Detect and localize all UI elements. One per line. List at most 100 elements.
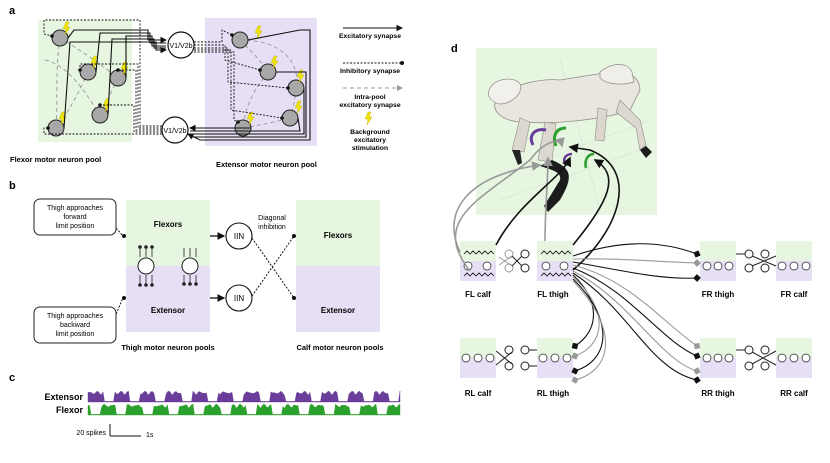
calf-flexor-bg bbox=[296, 200, 380, 266]
rr-thigh-label: RR thigh bbox=[701, 389, 734, 398]
leg-module-fl-thigh bbox=[537, 241, 573, 281]
panel-b-letter: b bbox=[9, 180, 16, 192]
iin-rr-cross bbox=[736, 345, 777, 371]
forward-limit-line-2: forward bbox=[63, 214, 86, 221]
extensor-neuron bbox=[231, 31, 249, 49]
iin-bottom bbox=[225, 284, 253, 312]
diagonal-inhibition-2 bbox=[251, 234, 296, 297]
flexor-burst-path bbox=[87, 403, 401, 416]
legend-background-label-3: stimulation bbox=[352, 145, 388, 152]
leg-module-fr-thigh bbox=[700, 241, 736, 281]
thigh-extensor-neuron bbox=[181, 257, 199, 275]
rl-thigh-label: RL thigh bbox=[537, 389, 569, 398]
diagonal-label-1: Diagonal bbox=[258, 215, 286, 222]
v1v2b-label-top: V1/V2b bbox=[170, 43, 193, 50]
backward-limit-line-2: backward bbox=[60, 322, 90, 329]
diagonal-label-2: inhibition bbox=[258, 224, 286, 231]
flexor-stimulation-icons bbox=[58, 21, 129, 126]
iin-rl-cross bbox=[495, 345, 537, 371]
panel-c: c Extensor Flexor 20 spikes 1s bbox=[9, 372, 401, 439]
leg-module-rr-calf bbox=[776, 338, 812, 378]
v1v2b-to-extensor-inhibitory bbox=[194, 29, 290, 124]
forward-limit-box bbox=[33, 198, 117, 236]
lightning-icon bbox=[296, 69, 305, 84]
backward-limit-box bbox=[33, 306, 117, 344]
panel-c-letter: c bbox=[9, 372, 15, 384]
thigh-pools-label: Thigh motor neuron pools bbox=[121, 343, 214, 352]
v1v2b-to-flexor-inhibitory bbox=[43, 19, 162, 135]
forward-limit-line-3: limit position bbox=[56, 223, 95, 230]
fr-thigh-label: FR thigh bbox=[702, 290, 735, 299]
extensor-burst-path bbox=[87, 390, 401, 403]
backward-limit-line-3: limit position bbox=[56, 331, 95, 338]
panel-a-letter: a bbox=[9, 5, 16, 17]
scale-spikes-label: 20 spikes bbox=[76, 430, 106, 437]
leg-module-fl-calf bbox=[460, 241, 496, 281]
extensor-to-v1v2b-excitatory bbox=[187, 29, 311, 141]
iin-bottom-label: IIN bbox=[234, 294, 244, 303]
flexor-trace-label: Flexor bbox=[56, 405, 84, 415]
thigh-flexors-label: Flexors bbox=[154, 220, 183, 229]
iin-fl-cross bbox=[498, 249, 530, 273]
v1v2b-label-bottom: V1/V2b bbox=[164, 128, 187, 135]
inter-limb-projections bbox=[571, 243, 701, 384]
fl-thigh-label: FL thigh bbox=[537, 290, 569, 299]
legend-intra-pool-label-2: excitatory synapse bbox=[339, 102, 400, 109]
calf-flexors-label: Flexors bbox=[324, 231, 353, 240]
extensor-trace-label: Extensor bbox=[44, 392, 83, 402]
scale-time-label: 1s bbox=[146, 432, 154, 439]
rr-calf-label: RR calf bbox=[780, 389, 808, 398]
leg-module-rl-thigh bbox=[537, 338, 573, 378]
backward-limit-input bbox=[115, 296, 126, 315]
flexor-pool-label: Flexor motor neuron pool bbox=[10, 155, 101, 164]
iin-top bbox=[225, 222, 253, 250]
fr-calf-label: FR calf bbox=[781, 290, 808, 299]
legend-inhibitory-label: Inhibitory synapse bbox=[340, 68, 400, 75]
extensor-pool-label: Extensor motor neuron pool bbox=[216, 160, 317, 169]
panel-d: d FL calf bbox=[451, 43, 812, 398]
legend-excitatory-label: Excitatory synapse bbox=[339, 33, 401, 40]
quadruped-robot-image bbox=[488, 59, 652, 212]
thigh-extensor-label: Extensor bbox=[151, 306, 185, 315]
backward-limit-line-1: Thigh approaches bbox=[47, 313, 104, 320]
thigh-neuron-synapses bbox=[138, 245, 198, 287]
extensor-spike-trace bbox=[87, 390, 401, 403]
legend-background-label-2: excitatory bbox=[354, 137, 386, 144]
forward-limit-input bbox=[115, 227, 126, 238]
panel-b: b Thigh approaches forward limit positio… bbox=[9, 180, 384, 352]
legend-background-label-1: Background bbox=[350, 129, 390, 136]
thigh-extensor-bg bbox=[126, 266, 210, 332]
forward-limit-line-1: Thigh approaches bbox=[47, 205, 104, 212]
calf-extensor-bg bbox=[296, 266, 380, 332]
robot-feedback-arrows bbox=[453, 137, 620, 272]
leg-module-rr-thigh bbox=[700, 338, 736, 378]
panel-a-legend: Excitatory synapse Inhibitory synapse In… bbox=[339, 24, 404, 152]
lightning-icon bbox=[270, 55, 279, 70]
thigh-flexor-neuron bbox=[137, 257, 155, 275]
lightning-icon bbox=[90, 55, 99, 70]
panel-a: a bbox=[9, 5, 404, 169]
extensor-neuron bbox=[281, 109, 299, 127]
calf-pools-label: Calf motor neuron pools bbox=[296, 343, 383, 352]
diagonal-inhibition-1 bbox=[251, 237, 296, 300]
calf-extensor-label: Extensor bbox=[321, 306, 355, 315]
lightning-icon bbox=[246, 111, 255, 126]
iin-top-label: IIN bbox=[234, 232, 244, 241]
legend-lightning-icon bbox=[364, 111, 373, 126]
leg-module-fr-calf bbox=[776, 241, 812, 281]
legend-intra-pool-label-1: Intra-pool bbox=[354, 94, 385, 101]
rl-calf-label: RL calf bbox=[465, 389, 492, 398]
leg-module-rl-calf bbox=[460, 338, 496, 378]
flexor-spike-trace bbox=[87, 403, 401, 416]
panel-d-letter: d bbox=[451, 43, 458, 55]
fl-calf-label: FL calf bbox=[465, 290, 491, 299]
lightning-icon bbox=[62, 21, 71, 36]
lightning-icon bbox=[254, 25, 263, 40]
thigh-flexor-bg bbox=[126, 200, 210, 266]
flexor-to-v1v2b-excitatory bbox=[63, 29, 168, 129]
lightning-icon bbox=[294, 100, 303, 115]
extensor-stimulation-icons bbox=[246, 25, 305, 126]
extensor-neuron bbox=[287, 79, 305, 97]
iin-fr-cross bbox=[736, 249, 777, 273]
